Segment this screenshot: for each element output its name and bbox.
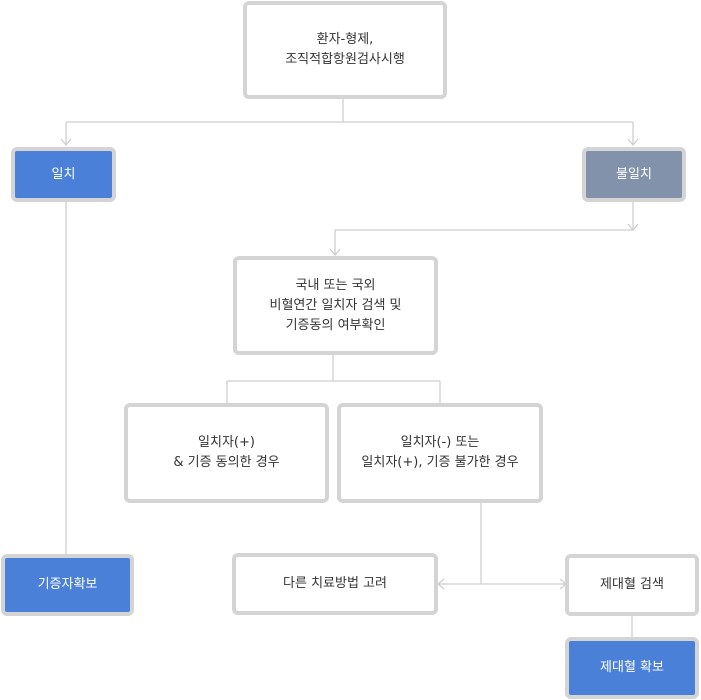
arrow-to-match — [60, 138, 72, 147]
cord-blood-secured-box: 제대혈 확보 — [565, 637, 699, 699]
start-box: 환자-형제, 조직적합항원검사시행 — [243, 1, 447, 99]
cord-blood-search-box: 제대혈 검색 — [565, 554, 699, 616]
match-label: 일치 — [51, 166, 76, 182]
case-negative-line-1: 일치자(-) 또는 — [400, 435, 480, 450]
mismatch-box: 불일치 — [582, 147, 686, 202]
other-treatment-box: 다른 치료방법 고려 — [232, 553, 438, 615]
arrow-to-other-treatment — [436, 578, 445, 590]
registry-line-2: 비혈연간 일치자 검색 및 — [269, 297, 402, 313]
registry-line-3: 기증동의 여부확인 — [285, 317, 386, 333]
arrow-to-registry — [329, 248, 341, 257]
donor-secured-label: 기증자확보 — [37, 577, 98, 592]
case-negative-box: 일치자(-) 또는 일치자(+), 기증 불가한 경우 — [337, 403, 543, 503]
donor-secured-box: 기증자확보 — [1, 554, 134, 616]
cord-blood-search-label: 제대혈 검색 — [600, 577, 664, 592]
mismatch-label: 불일치 — [616, 166, 652, 182]
registry-search-box: 국내 또는 국외 비혈연간 일치자 검색 및 기증동의 여부확인 — [233, 256, 438, 355]
case-negative-line-2: 일치자(+), 기증 불가한 경우 — [361, 455, 519, 470]
case-positive-line-1: 일치자(+) — [198, 435, 255, 450]
arrow-to-mismatch — [627, 138, 639, 147]
match-box: 일치 — [11, 147, 116, 202]
case-positive-line-2: & 기증 동의한 경우 — [173, 455, 280, 470]
start-line-2: 조직적합항원검사시행 — [285, 52, 405, 67]
case-positive-box: 일치자(+) & 기증 동의한 경우 — [124, 403, 329, 503]
start-line-1: 환자-형제, — [316, 32, 374, 47]
cord-blood-secured-label: 제대혈 확보 — [600, 660, 664, 675]
registry-line-1: 국내 또는 국외 — [295, 277, 376, 293]
other-treatment-label: 다른 치료방법 고려 — [283, 576, 387, 591]
